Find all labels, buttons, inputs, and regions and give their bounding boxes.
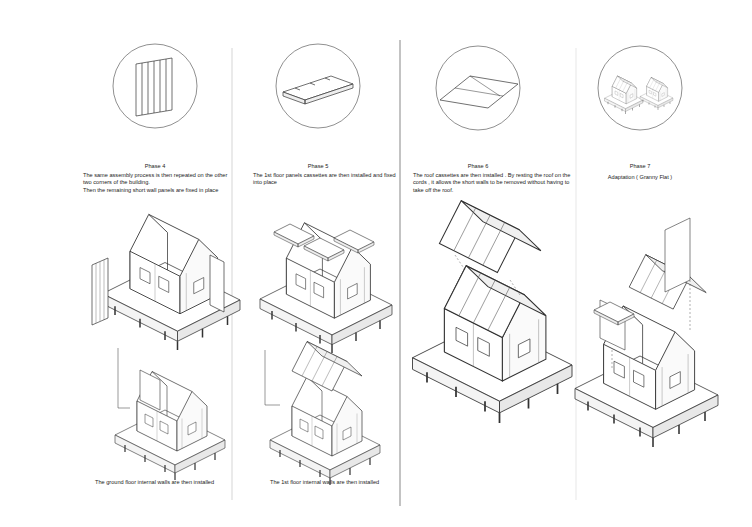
phase-title: Phase 7 <box>580 163 700 170</box>
step-caption: The 1st floor internal walls are then in… <box>270 479 398 486</box>
phase-description: Adaptation ( Granny Flat ) <box>580 174 700 181</box>
phase-description: The same assembly process is then repeat… <box>83 172 231 187</box>
phase-title: Phase 5 <box>258 163 378 170</box>
phase-title: Phase 6 <box>418 163 538 170</box>
phase-title: Phase 4 <box>95 163 215 170</box>
phase-description: Then the remaining short wall panels are… <box>83 187 231 194</box>
phase-description: The 1st floor panels cassettes are then … <box>253 172 398 187</box>
phase-description: The roof cassettes are then installed . … <box>413 172 571 194</box>
step-caption: The ground floor internal walls are then… <box>95 479 230 486</box>
